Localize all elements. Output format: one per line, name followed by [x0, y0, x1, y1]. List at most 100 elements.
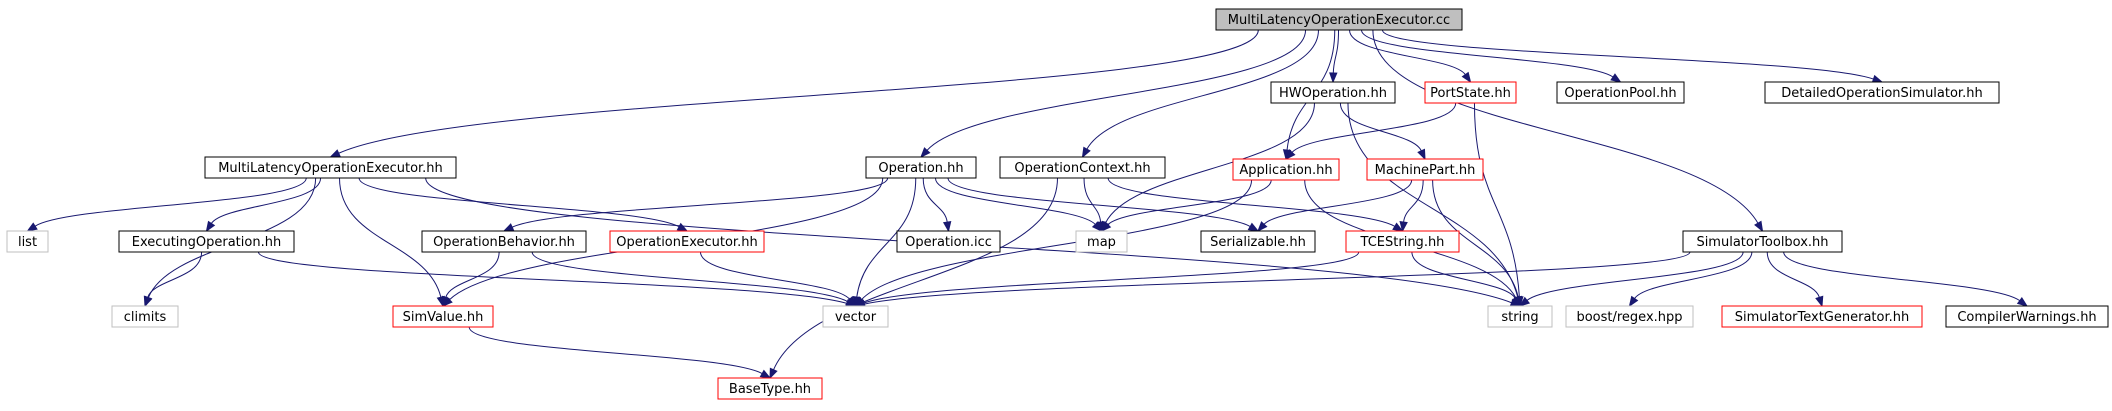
arrowhead: [441, 295, 450, 308]
node-executingop-hh[interactable]: ExecutingOperation.hh: [118, 230, 295, 253]
node-operation-icc[interactable]: Operation.icc: [896, 230, 1001, 253]
edge-line: [699, 251, 851, 300]
arrowhead: [1081, 146, 1091, 159]
edge-simtoolbox_hh-to-vector: [854, 251, 1691, 309]
node-label: ExecutingOperation.hh: [132, 235, 281, 250]
node-label: OperationContext.hh: [1014, 161, 1150, 176]
node-box: [392, 305, 494, 328]
node-box: [118, 230, 295, 253]
node-opexecutor-hh[interactable]: OperationExecutor.hh: [609, 230, 765, 253]
node-machinepart-hh[interactable]: MachinePart.hh: [1366, 158, 1484, 181]
edge-line: [1339, 102, 1422, 152]
edge-line: [1381, 29, 1874, 80]
node-box: [1215, 8, 1463, 31]
arrowhead: [1815, 295, 1824, 308]
node-label: CompilerWarnings.hh: [1957, 310, 2096, 325]
node-box: [1200, 230, 1316, 253]
arrowhead: [1329, 72, 1338, 84]
node-boostregex: boost/regex.hpp: [1565, 305, 1694, 328]
node-simtoolbox-hh[interactable]: SimulatorToolbox.hh: [1682, 230, 1843, 253]
edge-line: [773, 177, 1058, 370]
node-label: DetailedOperationSimulator.hh: [1781, 86, 1982, 101]
node-label: MultiLatencyOperationExecutor.cc: [1228, 13, 1450, 28]
edge-root-to-opcontext_hh: [1081, 29, 1319, 159]
edge-line: [1332, 29, 1340, 74]
node-simtextgen-hh[interactable]: SimulatorTextGenerator.hh: [1721, 305, 1923, 328]
node-label: BaseType.hh: [729, 382, 811, 397]
node-label: Operation.hh: [878, 161, 963, 176]
node-operationpool-hh[interactable]: OperationPool.hh: [1556, 81, 1685, 104]
node-box: [1721, 305, 1923, 328]
node-box: [421, 230, 587, 253]
node-box: [1945, 305, 2109, 328]
node-box: [999, 156, 1166, 179]
edge-line: [863, 251, 1360, 304]
arrowhead: [676, 222, 689, 232]
node-box: [1682, 230, 1843, 253]
node-opcontext-hh[interactable]: OperationContext.hh: [999, 156, 1166, 179]
edge-line: [926, 29, 1307, 151]
node-box: [1345, 230, 1460, 253]
node-label: TCEString.hh: [1360, 235, 1445, 250]
edge-simtoolbox_hh-to-compilerwarnings_hh: [1783, 251, 2029, 307]
node-box: [1075, 230, 1128, 253]
node-box: [1270, 81, 1396, 104]
node-label: boost/regex.hpp: [1576, 310, 1682, 325]
edge-mloe_hh-to-opexecutor_hh: [358, 177, 689, 232]
arrowhead: [1461, 71, 1472, 84]
edge-root-to-hwoperation_hh: [1329, 29, 1340, 84]
node-root[interactable]: MultiLatencyOperationExecutor.cc: [1215, 8, 1463, 31]
edge-root-to-operationpool_hh: [1361, 29, 1622, 83]
node-label: MultiLatencyOperationExecutor.hh: [218, 161, 443, 176]
arrowhead: [1610, 73, 1622, 83]
arrowhead: [26, 222, 38, 232]
node-serializable-hh[interactable]: Serializable.hh: [1200, 230, 1316, 253]
node-operation-hh[interactable]: Operation.hh: [865, 156, 977, 179]
edge-operation_hh-to-serializable_hh: [947, 177, 1260, 232]
node-label: HWOperation.hh: [1279, 86, 1387, 101]
edge-line: [934, 177, 1096, 225]
node-compilerwarnings-hh[interactable]: CompilerWarnings.hh: [1945, 305, 2109, 328]
edge-root-to-mloe_hh: [329, 29, 1259, 158]
edge-line: [1403, 179, 1424, 223]
edge-hwoperation_hh-to-map: [1100, 102, 1315, 233]
edge-portstate_hh-to-application_hh: [1285, 102, 1457, 161]
edge-line: [1766, 251, 1820, 298]
dependency-edges: [26, 29, 2029, 380]
edge-tcestring_hh-to-vector: [854, 251, 1360, 307]
edge-line: [1086, 29, 1319, 150]
node-detailedopsim-hh[interactable]: DetailedOperationSimulator.hh: [1764, 81, 2000, 104]
edge-opexecutor_hh-to-vector: [699, 251, 857, 308]
node-box: [609, 230, 765, 253]
edge-root-to-simtoolbox_hh: [1372, 29, 1764, 233]
edge-simtoolbox_hh-to-boostregex: [1628, 251, 1753, 308]
node-label: SimulatorToolbox.hh: [1696, 235, 1828, 250]
edge-line: [468, 326, 763, 375]
arrowhead: [329, 149, 341, 158]
edge-root-to-portstate_hh: [1349, 29, 1472, 84]
arrowhead: [920, 147, 931, 159]
node-map: map: [1075, 230, 1128, 253]
node-simvalue-hh[interactable]: SimValue.hh: [392, 305, 494, 328]
arrowhead: [1518, 296, 1531, 307]
arrowhead: [1417, 148, 1426, 161]
edge-line: [1361, 29, 1614, 78]
node-box: [822, 305, 889, 328]
node-basetype-hh[interactable]: BaseType.hh: [717, 377, 823, 400]
node-mloe-hh[interactable]: MultiLatencyOperationExecutor.hh: [204, 156, 457, 179]
node-box: [1487, 305, 1553, 328]
arrowhead: [1628, 295, 1639, 308]
node-portstate-hh[interactable]: PortState.hh: [1424, 81, 1517, 104]
node-hwoperation-hh[interactable]: HWOperation.hh: [1270, 81, 1396, 104]
node-opbehavior-hh[interactable]: OperationBehavior.hh: [421, 230, 587, 253]
node-tcestring-hh[interactable]: TCEString.hh: [1345, 230, 1460, 253]
node-label: map: [1087, 235, 1116, 250]
arrowhead: [942, 220, 952, 233]
edge-line: [1263, 179, 1413, 225]
edge-line: [531, 251, 848, 303]
edge-line: [1432, 179, 1519, 298]
node-application-hh[interactable]: Application.hh: [1232, 158, 1340, 181]
node-label: list: [18, 235, 37, 250]
arrowhead: [769, 367, 778, 380]
arrowhead: [1392, 222, 1404, 232]
